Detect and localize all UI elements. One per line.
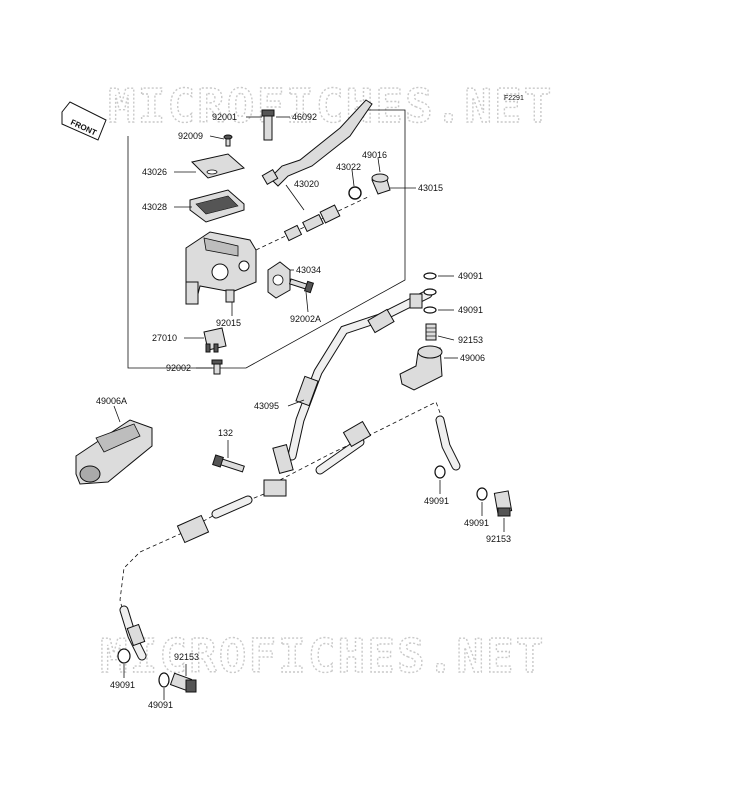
label-43020: 43020 <box>294 179 319 189</box>
pivot-bolt <box>261 109 275 141</box>
washer-lower-4 <box>158 672 170 688</box>
watermark-top: MICROFICHES.NET <box>108 79 553 133</box>
upper-brake-hose <box>287 289 433 461</box>
label-49006A: 49006A <box>96 396 127 406</box>
label-49091-lower-1: 49091 <box>424 496 449 506</box>
label-92001: 92001 <box>212 112 237 122</box>
banjo-bolt-right <box>493 490 513 517</box>
label-49091-lower-3: 49091 <box>110 680 135 690</box>
clamp <box>267 261 291 299</box>
label-92009: 92009 <box>178 131 203 141</box>
washer-upper-1 <box>423 272 437 280</box>
diaphragm <box>189 189 245 223</box>
label-92002: 92002 <box>166 363 191 373</box>
label-43022: 43022 <box>336 162 361 172</box>
washer-upper-3 <box>423 288 437 296</box>
reservoir-cap <box>191 153 246 179</box>
label-92153-lower-right: 92153 <box>486 534 511 544</box>
label-46092: 46092 <box>292 112 317 122</box>
label-49091-lower-2: 49091 <box>464 518 489 528</box>
label-49091-upper-2: 49091 <box>458 305 483 315</box>
clamp-bolt <box>288 278 315 294</box>
label-43026: 43026 <box>142 167 167 177</box>
washer-lower-3 <box>117 648 131 664</box>
leader-lines <box>113 116 505 700</box>
figure-ref: F2291 <box>504 95 524 102</box>
lower-brake-hose <box>119 401 461 661</box>
label-27010: 27010 <box>152 333 177 343</box>
joint-bolt <box>212 454 245 473</box>
label-92015: 92015 <box>216 318 241 328</box>
label-43028: 43028 <box>142 202 167 212</box>
washer-upper-2 <box>423 306 437 314</box>
label-49091-upper-1: 49091 <box>458 271 483 281</box>
banjo-bolt-upper <box>425 323 437 341</box>
banjo-bolt-left <box>169 672 197 693</box>
label-92153-lower-left: 92153 <box>174 652 199 662</box>
reservoir-cover <box>75 419 153 485</box>
brake-lever <box>261 99 373 187</box>
brake-switch <box>203 327 227 353</box>
assembly-outline <box>127 109 406 369</box>
watermark-bottom: MICROFICHES.NET <box>100 629 545 683</box>
label-43015: 43015 <box>418 183 443 193</box>
label-49091-lower-4: 49091 <box>148 700 173 710</box>
label-43034: 43034 <box>296 265 321 275</box>
circlip <box>348 186 362 200</box>
reservoir <box>399 345 443 391</box>
cap-screw <box>223 134 233 147</box>
piston-kit <box>255 195 371 251</box>
washer-lower-1 <box>434 465 446 479</box>
label-43095: 43095 <box>254 401 279 411</box>
switch-screw <box>211 359 223 375</box>
washer-lower-2 <box>476 487 488 501</box>
front-arrow-icon: FRONT <box>61 101 107 141</box>
small-screw <box>225 289 235 303</box>
label-92002A: 92002A <box>290 314 321 324</box>
part-labels: 92001 46092 92009 43026 43028 43022 4901… <box>96 112 511 710</box>
label-132: 132 <box>218 428 233 438</box>
label-49006: 49006 <box>460 353 485 363</box>
master-cylinder-body <box>185 231 257 305</box>
label-49016: 49016 <box>362 150 387 160</box>
label-92153-upper: 92153 <box>458 335 483 345</box>
dust-boot <box>371 173 391 195</box>
